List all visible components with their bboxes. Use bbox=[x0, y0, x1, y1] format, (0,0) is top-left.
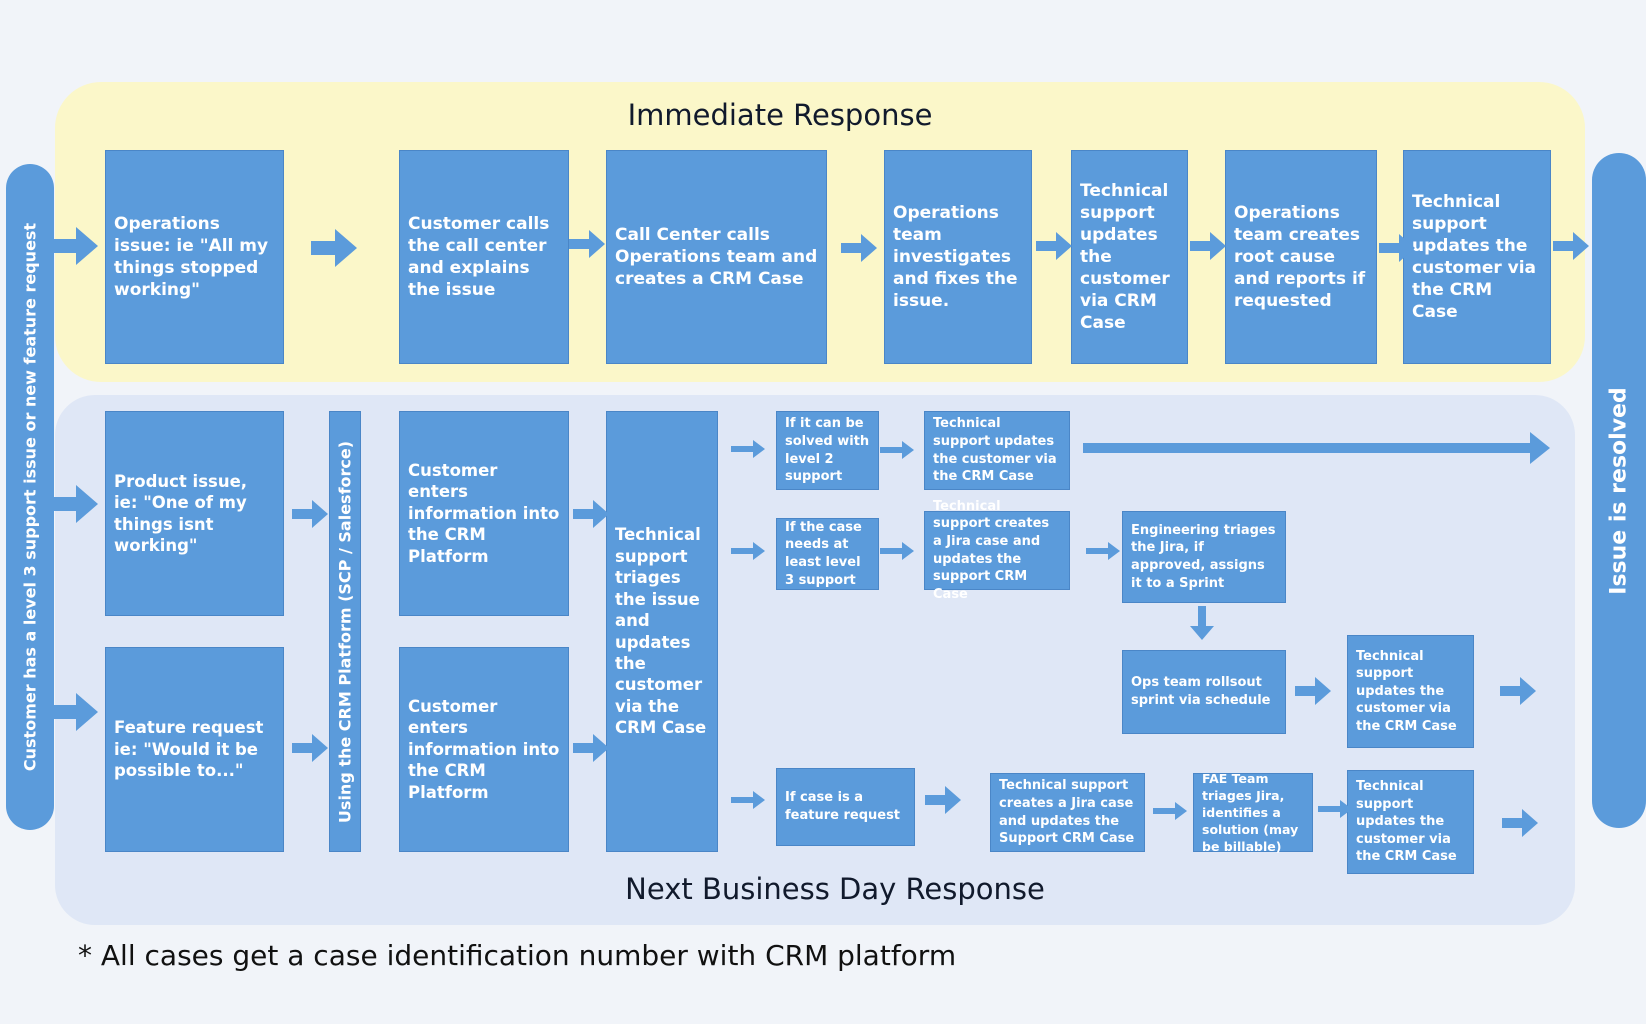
level3-box: If the case needs at least level 3 suppo… bbox=[776, 518, 879, 590]
arrow-right-icon bbox=[1553, 232, 1589, 260]
arrow-right-icon bbox=[731, 542, 765, 560]
ops-rollout-box: Ops team rollsout sprint via schedule bbox=[1122, 650, 1286, 734]
arrow-right-icon bbox=[1318, 800, 1352, 818]
call-center-box: Call Center calls Operations team and cr… bbox=[606, 150, 827, 364]
feature-case-box: If case is a feature request bbox=[776, 768, 915, 846]
issue-resolved-pill: Issue is resolved bbox=[1592, 153, 1646, 828]
arrow-right-icon bbox=[52, 693, 98, 731]
immediate-response-title: Immediate Response bbox=[627, 98, 933, 132]
arrow-right-icon bbox=[880, 542, 914, 560]
long-arrow-right-icon bbox=[1083, 432, 1550, 464]
arrow-right-icon bbox=[731, 791, 765, 809]
next-business-day-title: Next Business Day Response bbox=[625, 872, 1045, 906]
arrow-right-icon bbox=[1086, 542, 1120, 560]
level2-update-box: Technical support updates the customer v… bbox=[924, 411, 1070, 490]
arrow-right-icon bbox=[1153, 802, 1187, 820]
arrow-right-icon bbox=[1295, 677, 1331, 705]
footnote: * All cases get a case identification nu… bbox=[78, 939, 957, 972]
customer-calls-box: Customer calls the call center and expla… bbox=[399, 150, 569, 364]
level3-jira-box: Technical support creates a Jira case an… bbox=[924, 499, 1070, 602]
crm-platform-bar: Using the CRM Platform (SCP / Salesforce… bbox=[329, 411, 361, 852]
arrow-right-icon bbox=[1500, 677, 1536, 705]
arrow-right-icon bbox=[1379, 234, 1415, 262]
level3-update-box: Technical support updates the customer v… bbox=[1347, 635, 1474, 748]
engineering-triage-box: Engineering triages the Jira, if approve… bbox=[1122, 511, 1286, 603]
arrow-right-icon bbox=[52, 227, 98, 265]
arrow-right-icon bbox=[1502, 809, 1538, 837]
fae-triage-box: FAE Team triages Jira, identifies a solu… bbox=[1193, 771, 1313, 854]
arrow-right-icon bbox=[311, 229, 357, 267]
arrow-right-icon bbox=[880, 441, 914, 459]
arrow-right-icon bbox=[1190, 232, 1226, 260]
arrow-right-icon bbox=[925, 786, 961, 814]
arrow-right-icon bbox=[52, 485, 98, 523]
level2-box: If it can be solved with level 2 support bbox=[776, 411, 879, 490]
arrow-right-icon bbox=[292, 734, 328, 762]
arrow-right-icon bbox=[292, 500, 328, 528]
product-issue-box: Product issue, ie: "One of my things isn… bbox=[105, 411, 284, 616]
arrow-right-icon bbox=[573, 500, 609, 528]
arrow-right-icon bbox=[573, 734, 609, 762]
operations-investigates-box: Operations team investigates and fixes t… bbox=[884, 150, 1032, 364]
triage-box: Technical support triages the issue and … bbox=[606, 411, 718, 852]
customer-enters-info-box-1: Customer enters information into the CRM… bbox=[399, 411, 569, 616]
feature-request-box: Feature request ie: "Would it be possibl… bbox=[105, 647, 284, 852]
arrow-right-icon bbox=[731, 440, 765, 458]
customer-enters-info-box-2: Customer enters information into the CRM… bbox=[399, 647, 569, 852]
operations-issue-box: Operations issue: ie "All my things stop… bbox=[105, 150, 284, 364]
feature-update-box: Technical support updates the customer v… bbox=[1347, 770, 1474, 874]
arrow-right-icon bbox=[1036, 232, 1072, 260]
feature-jira-box: Technical support creates a Jira case an… bbox=[990, 773, 1145, 852]
arrow-right-icon bbox=[841, 234, 877, 262]
arrow-right-icon bbox=[569, 230, 605, 258]
arrow-down-icon bbox=[1190, 606, 1214, 640]
customer-issue-pill: Customer has a level 3 support issue or … bbox=[6, 164, 54, 830]
tech-support-update-box-1: Technical support updates the customer v… bbox=[1071, 150, 1188, 364]
root-cause-box: Operations team creates root cause and r… bbox=[1225, 150, 1377, 364]
